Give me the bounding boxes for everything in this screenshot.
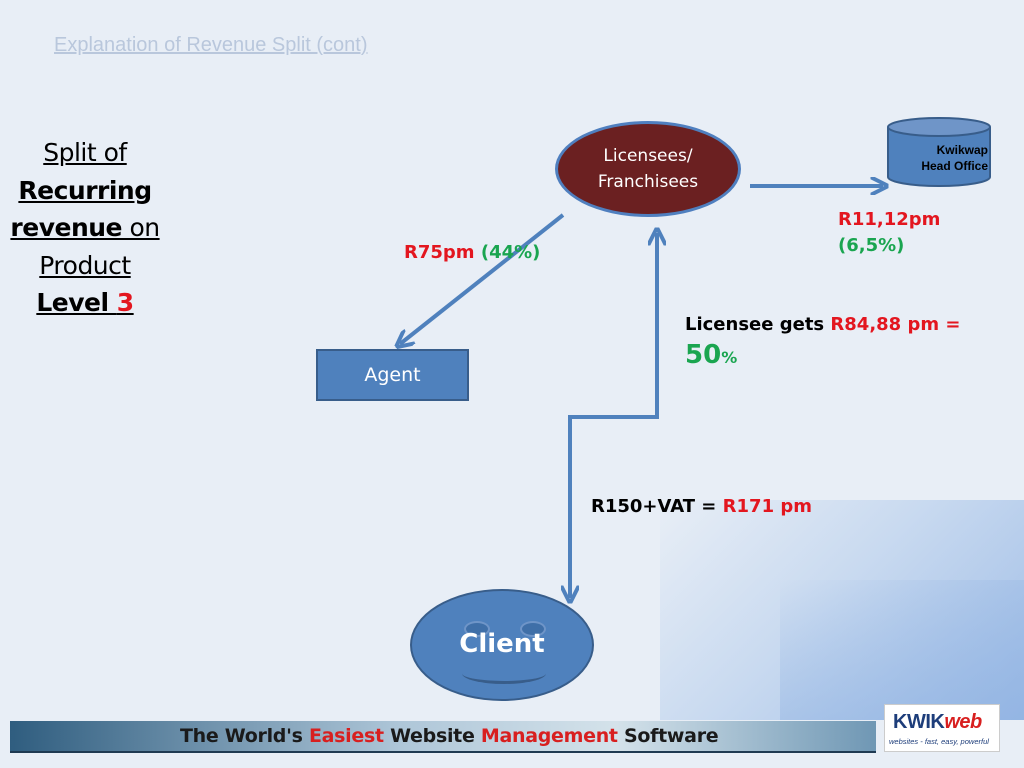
- client-payment-amount: R171 pm: [722, 496, 812, 517]
- footer-slogan-part1: The World's: [180, 725, 309, 747]
- head-office-label-line2: Head Office: [921, 159, 988, 173]
- head-office-share-percent: (6,5%): [838, 235, 905, 256]
- agent-label: Agent: [364, 364, 421, 386]
- agent-share-amount: R75pm: [404, 242, 475, 263]
- side-heading-line3-bold: revenue: [10, 213, 122, 242]
- head-office-cylinder: [887, 117, 991, 187]
- background-glow-secondary: [780, 580, 1024, 720]
- licensee-share-prefix: Licensee gets: [685, 314, 831, 335]
- head-office-label: Kwikwap Head Office: [900, 142, 988, 174]
- side-heading-line2: Recurring: [18, 175, 152, 205]
- client-node: Client: [410, 589, 594, 701]
- licensee-share-amount: R84,88 pm =: [830, 314, 961, 335]
- kwikweb-logo: KWIKweb websites - fast, easy, powerful: [884, 704, 1000, 752]
- logo-web: web: [944, 711, 982, 733]
- arrow-licensees-to-agent: [400, 213, 565, 344]
- footer-banner: The World's Easiest Website Management S…: [10, 721, 876, 753]
- footer-slogan-part3: Website: [383, 725, 481, 747]
- agent-node: Agent: [316, 349, 469, 401]
- footer-slogan-easiest: Easiest: [308, 725, 384, 747]
- agent-share-label: R75pm (44%): [404, 242, 540, 263]
- licensees-label: Licensees/ Franchisees: [597, 146, 699, 192]
- footer-slogan-management: Management: [480, 725, 618, 747]
- licensee-share-label: Licensee gets R84,88 pm = 50%: [685, 310, 960, 373]
- head-office-share-amount: R11,12pm: [838, 209, 941, 230]
- logo-tagline: websites - fast, easy, powerful: [889, 737, 989, 746]
- slide-title: Explanation of Revenue Split (cont): [54, 34, 368, 56]
- side-heading-line5: Level: [36, 288, 117, 317]
- licensee-share-percent-sign: %: [721, 348, 738, 367]
- head-office-share-label: R11,12pm (6,5%): [838, 207, 940, 259]
- footer-slogan: The World's Easiest Website Management S…: [180, 725, 719, 747]
- licensee-share-percent-number: 50: [685, 340, 722, 370]
- client-payment-label: R150+VAT = R171 pm: [591, 496, 812, 517]
- client-smile: [462, 663, 546, 684]
- side-heading-line1: Split of: [43, 138, 127, 167]
- licensees-node: Licensees/ Franchisees: [555, 121, 741, 217]
- client-left-eye: [464, 621, 490, 637]
- logo-wordmark: KWIKweb: [893, 711, 982, 734]
- client-label: Client: [459, 629, 545, 659]
- arrow-client-to-licensees: [570, 233, 657, 598]
- client-right-eye: [520, 621, 546, 637]
- side-heading: Split of Recurring revenue on Product Le…: [6, 134, 164, 322]
- head-office-label-line1: Kwikwap: [936, 143, 988, 157]
- logo-kwik: KWIK: [893, 711, 945, 733]
- footer-slogan-part5: Software: [617, 725, 719, 747]
- side-heading-line3-rest: on: [122, 213, 160, 242]
- agent-share-percent: (44%): [480, 242, 541, 263]
- side-heading-level-number: 3: [116, 288, 134, 317]
- client-payment-prefix: R150+VAT =: [591, 496, 723, 517]
- side-heading-line4: Product: [39, 250, 131, 280]
